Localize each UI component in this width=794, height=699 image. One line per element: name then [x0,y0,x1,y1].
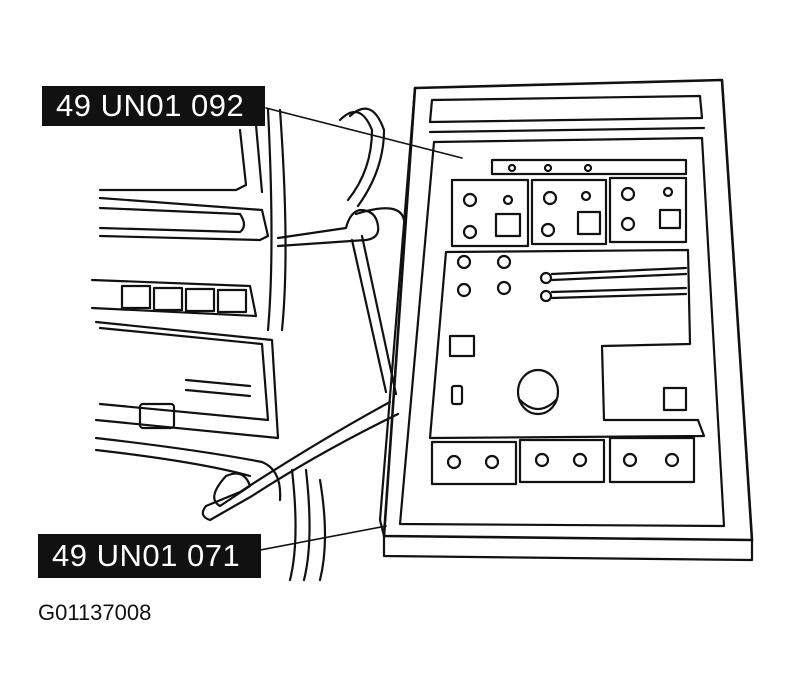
dashboard-outline [90,108,327,582]
leader-line-cable [249,525,387,553]
figure-code: G01137008 [38,600,152,625]
callout-label-tester: 49 UN01 092 [42,86,265,126]
callout-label-cable: 49 UN01 071 [38,534,261,578]
leader-line-tester [265,107,463,159]
tester-unit [378,78,754,562]
